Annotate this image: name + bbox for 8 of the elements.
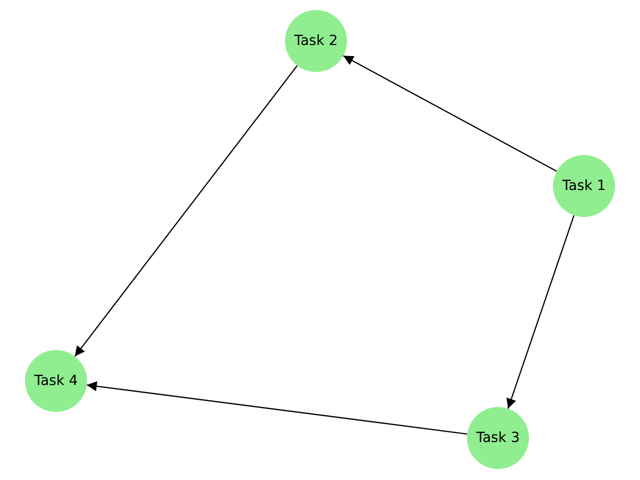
arrow	[86, 381, 468, 435]
node-label: Task 3	[476, 428, 520, 448]
node-label: Task 1	[562, 176, 606, 196]
arrow	[342, 55, 558, 172]
arrow	[506, 215, 575, 409]
node-label: Task 2	[294, 32, 338, 50]
node-label: Task 4	[34, 372, 78, 390]
arrow	[74, 65, 298, 357]
